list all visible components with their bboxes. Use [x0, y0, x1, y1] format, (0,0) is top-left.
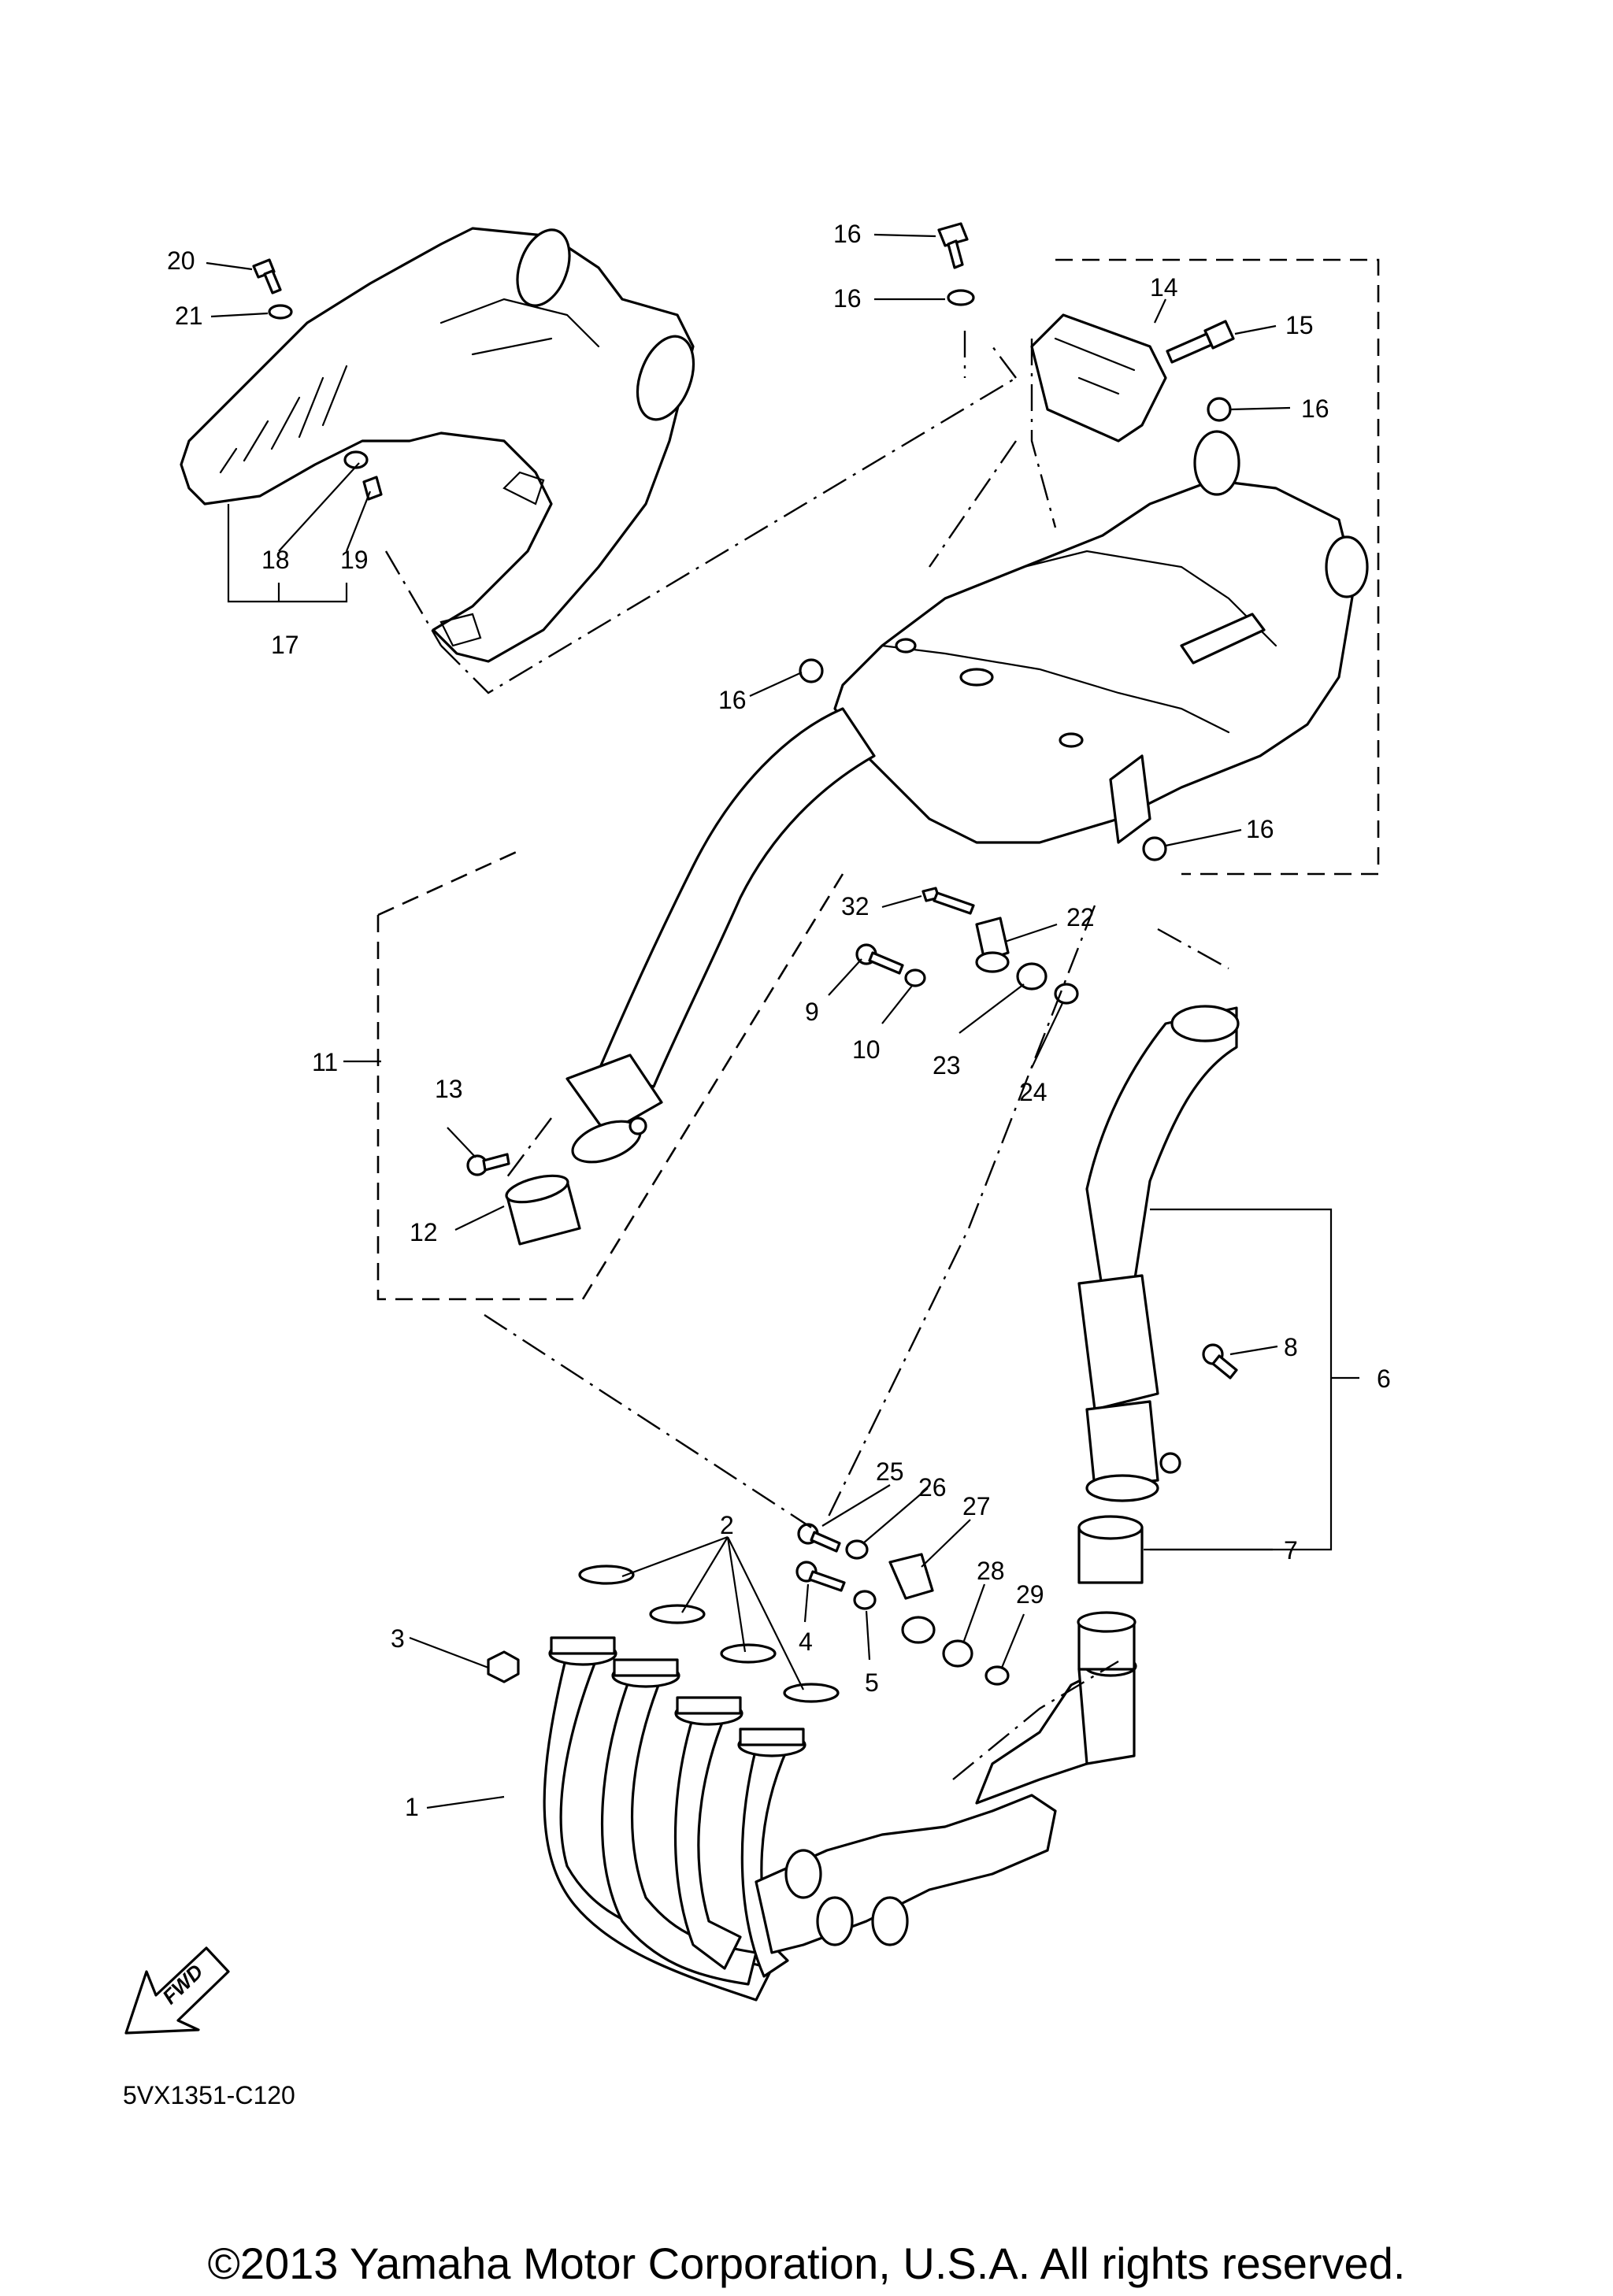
bolt-part-8 — [1202, 1343, 1238, 1379]
bolt-part-27 — [797, 1523, 841, 1553]
bolt-part-9 — [855, 943, 904, 975]
callout-3: 3 — [391, 1624, 405, 1653]
damper-part-25 — [1016, 962, 1048, 991]
gasket-part-7 — [1077, 1515, 1144, 1584]
bracket-part-24 — [975, 917, 1010, 973]
callout-11: 11 — [312, 1048, 338, 1076]
washer-part-23 — [268, 304, 293, 320]
exhaust-pipe-part-6 — [1077, 1005, 1240, 1502]
collar-part-26 — [1054, 983, 1079, 1005]
callout-12: 12 — [410, 1218, 438, 1246]
washer-part-28 — [845, 1539, 869, 1560]
callout-17: 16 — [833, 220, 862, 248]
callout-25: 23 — [933, 1051, 961, 1079]
callout-16-top: 16 — [1301, 394, 1329, 423]
diagram-code: 5VX1351-C120 — [123, 2081, 295, 2109]
callout-29: 27 — [962, 1492, 991, 1520]
callout-30: 28 — [977, 1557, 1005, 1585]
bolt-part-22 — [252, 258, 282, 294]
nut-part-3 — [487, 1650, 520, 1683]
assembly-outline-11 — [376, 849, 844, 1301]
assembly-outline-14-16 — [1055, 258, 1380, 876]
washer-part-5 — [853, 1590, 877, 1610]
callout-2: 2 — [720, 1511, 734, 1539]
callout-24: 22 — [1066, 903, 1095, 931]
callout-9: 9 — [805, 998, 819, 1026]
bolt-part-32 — [921, 887, 975, 915]
muffler-protector-part-19 — [180, 227, 695, 663]
collar-part-31 — [984, 1665, 1010, 1686]
muffler-assembly-part-11 — [565, 430, 1369, 1164]
callout-labels: 20 21 18 19 17 16 16 14 15 16 16 16 32 2… — [167, 220, 1391, 1821]
nut-part-16a — [1207, 397, 1232, 422]
callout-15: 15 — [1285, 311, 1314, 339]
callout-20: 18 — [261, 546, 290, 574]
washer-part-18 — [947, 289, 975, 306]
callout-13: 13 — [435, 1075, 463, 1103]
gasket-part-12 — [505, 1174, 581, 1246]
callout-23: 21 — [175, 302, 203, 330]
callout-16-bottom: 16 — [1246, 815, 1274, 843]
callout-10: 10 — [852, 1035, 881, 1064]
callout-26: 24 — [1019, 1078, 1048, 1106]
nut-part-16c — [1142, 836, 1167, 861]
fwd-arrow-icon: FWD — [124, 1946, 230, 2035]
callout-22: 20 — [167, 246, 195, 275]
alignment-lines — [384, 331, 1229, 1780]
callout-28: 26 — [918, 1473, 947, 1502]
collar-part-21 — [362, 476, 383, 501]
exhaust-header-part-1 — [543, 1611, 1137, 2002]
callout-31: 29 — [1016, 1580, 1044, 1609]
bolt-part-15 — [1166, 320, 1235, 364]
bracket-part-29 — [888, 1553, 936, 1644]
copyright-notice: ©2013 Yamaha Motor Corporation, U.S.A. A… — [207, 2239, 1406, 2288]
callout-19: 17 — [271, 631, 299, 659]
washer-part-10 — [904, 968, 926, 987]
callout-4: 4 — [799, 1628, 813, 1656]
callout-8: 8 — [1284, 1333, 1298, 1361]
callout-5: 5 — [865, 1668, 879, 1697]
bolt-part-4 — [795, 1561, 846, 1592]
callout-1: 1 — [405, 1793, 419, 1821]
callout-18: 16 — [833, 284, 862, 313]
callout-32: 32 — [841, 892, 870, 920]
callout-14: 14 — [1150, 273, 1178, 302]
bracket-part-14 — [1030, 313, 1167, 443]
gaskets-part-2 — [578, 1565, 840, 1703]
nut-part-16b — [799, 658, 824, 683]
callout-leaders — [206, 233, 1359, 1809]
bolt-part-17 — [937, 222, 969, 269]
damper-part-30 — [942, 1639, 973, 1668]
callout-6: 6 — [1377, 1365, 1391, 1393]
bolt-part-13 — [466, 1153, 510, 1176]
callout-7: 7 — [1284, 1536, 1298, 1565]
callout-16-mid: 16 — [718, 686, 747, 714]
callout-21: 19 — [340, 546, 369, 574]
callout-27: 25 — [876, 1457, 904, 1486]
